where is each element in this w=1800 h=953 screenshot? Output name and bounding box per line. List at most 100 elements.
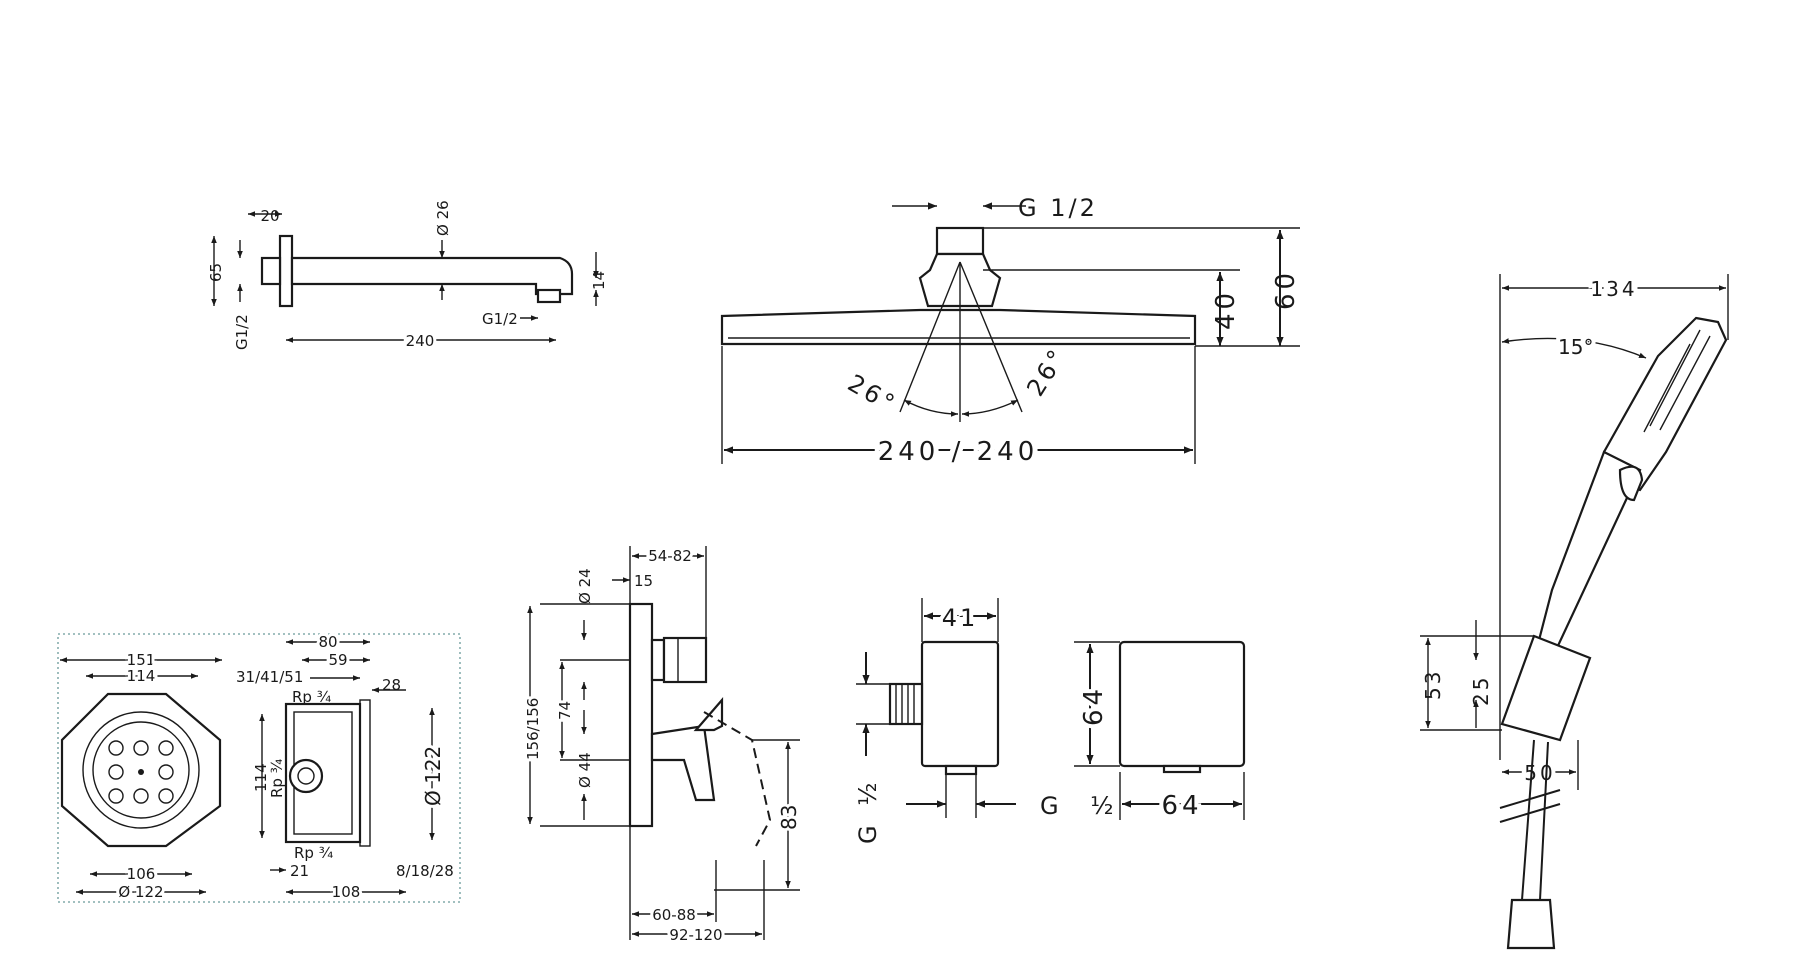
overhead-thread: G 1/2 — [1018, 194, 1098, 222]
ibox-frame — [57, 633, 461, 903]
dim-20: 20 — [260, 207, 279, 225]
outlet-cover-drawing: 64 64 — [1074, 640, 1246, 825]
wall-outlet-thread-left: G ½ — [854, 777, 882, 845]
ibox-dim-59: 59 — [328, 651, 347, 669]
dim-g12-bottom: G1/2 — [482, 310, 518, 328]
hand-dim-50: 50 — [1524, 761, 1555, 785]
angle-right: 26° — [1021, 343, 1072, 402]
ibox-dim-114-top: 114 — [127, 667, 156, 685]
ibox-side-cartridge-inner — [297, 767, 315, 785]
ibox-dim-dia122-bottom: Ø 122 — [118, 883, 163, 901]
dim-g12-left: G1/2 — [233, 314, 251, 350]
mixer-handle-base — [650, 724, 716, 802]
outlet-cover-nozzle — [1162, 764, 1202, 774]
arm-outlet — [536, 288, 562, 304]
hand-nozzles — [1643, 329, 1711, 433]
shower-arm-drawing: 20 Ø 26 65 G1/2 G1/2 14 240 — [207, 200, 608, 353]
mixer-diverter-stem — [650, 638, 666, 682]
ibox-port — [133, 740, 149, 756]
ibox-front-ring — [82, 711, 200, 829]
hand-button — [1618, 465, 1644, 502]
overhead-width: 240 / 240 — [878, 437, 1039, 467]
mixer-dim-156: 156/156 — [524, 698, 542, 760]
spray-line-right — [959, 261, 1023, 413]
mixer-plate — [628, 602, 654, 828]
outlet-cover-dim-64-height: 64 — [1079, 685, 1109, 726]
dim-65: 65 — [207, 263, 225, 282]
hose-break-mark — [1499, 789, 1561, 823]
hand-shower-drawing: 134 15° 53 25 50 — [1420, 273, 1729, 950]
ibox-dim-8-18-28: 8/18/28 — [396, 862, 454, 880]
ibox-port — [158, 764, 174, 780]
ibox-rp-top: Rp ¾ — [292, 688, 332, 706]
hand-dim-134: 134 — [1590, 277, 1637, 301]
arm-pipe — [290, 256, 574, 296]
wall-outlet-nozzle — [944, 764, 978, 776]
wall-outlet-body — [920, 640, 1000, 768]
ibox-dim-dia122-side: Ø 122 — [421, 746, 445, 806]
ibox-dim-80: 80 — [318, 633, 337, 651]
mixer-dim-83: 83 — [777, 805, 801, 830]
dim-14: 14 — [590, 271, 608, 290]
arm-wall-flange — [278, 234, 294, 308]
wall-outlet-drawing: 41 G ½ G ½ — [854, 598, 1126, 845]
dim-240: 240 — [406, 332, 435, 350]
mixer-dim-74: 74 — [556, 701, 574, 720]
ibox-side-cartridge — [288, 758, 324, 794]
overhead-dim-40: 40 — [1211, 289, 1241, 330]
ibox-dim-28: 28 — [382, 676, 401, 694]
mixer-dim-54-82: 54-82 — [648, 547, 692, 565]
ibox-port — [133, 788, 149, 804]
hand-dim-53: 53 — [1421, 669, 1445, 700]
ibox-drawing: 151 114 106 Ø 122 80 59 31/41/51 28 Rp ¾… — [57, 630, 461, 904]
angle-arc-left — [903, 399, 959, 417]
mixer-dim-92-120: 92-120 — [669, 926, 722, 944]
overhead-dim-60: 60 — [1271, 269, 1301, 310]
outlet-cover-body — [1118, 640, 1246, 768]
ibox-dim-151: 151 — [127, 651, 156, 669]
angle-arc-15 — [1501, 337, 1647, 359]
ibox-port — [108, 788, 124, 804]
mixer-dim-dia24: Ø 24 — [576, 568, 594, 604]
wall-outlet-dim-41: 41 — [942, 604, 979, 632]
hand-dim-25: 25 — [1469, 675, 1493, 706]
overhead-shower-drawing: G 1/2 40 60 26° 26° 240 / 240 — [720, 194, 1301, 472]
spray-line-left — [899, 261, 961, 413]
ibox-port — [158, 788, 174, 804]
ibox-port — [158, 740, 174, 756]
hand-angle: 15° — [1558, 335, 1593, 359]
ibox-side-plate — [359, 699, 371, 847]
hand-hose — [1521, 739, 1549, 901]
hose-nut — [1506, 898, 1556, 950]
overhead-plate — [720, 308, 1197, 346]
ibox-dim-31-41-51: 31/41/51 — [236, 668, 303, 686]
ibox-port — [108, 740, 124, 756]
mixer-lever-alt — [703, 711, 772, 847]
wall-outlet-thread — [888, 682, 924, 726]
angle-left: 26° — [843, 369, 902, 419]
ibox-dim-21: 21 — [290, 862, 309, 880]
overhead-connector — [935, 226, 985, 256]
ibox-dim-108: 108 — [332, 883, 361, 901]
wall-outlet-thread-bottom: G ½ — [1040, 792, 1126, 820]
ibox-rp-bottom: Rp ¾ — [294, 844, 334, 862]
arm-thread — [260, 256, 282, 286]
ibox-rp-mid: Rp ¾ — [268, 758, 286, 798]
ibox-center-dot — [138, 769, 144, 775]
wall-outlet-thread-lines — [895, 684, 915, 724]
ibox-dim-114-side: 114 — [252, 763, 270, 792]
angle-arc-right — [961, 399, 1019, 417]
hand-head — [1598, 316, 1728, 492]
mixer-dim-60-88: 60-88 — [652, 906, 696, 924]
mixer-drawing: 54-82 15 156/156 Ø 24 74 Ø 44 83 60-88 9… — [521, 544, 804, 947]
ibox-port — [108, 764, 124, 780]
dim-dia26: Ø 26 — [434, 200, 452, 236]
ibox-dim-106: 106 — [127, 865, 156, 883]
outlet-cover-dim-64-width: 64 — [1161, 791, 1202, 821]
mixer-dim-dia44: Ø 44 — [576, 752, 594, 788]
mixer-dim-15: 15 — [634, 572, 653, 590]
mixer-diverter-knob — [662, 636, 708, 684]
ibox-front-ring-inner — [92, 721, 190, 819]
hand-holder — [1500, 634, 1592, 742]
